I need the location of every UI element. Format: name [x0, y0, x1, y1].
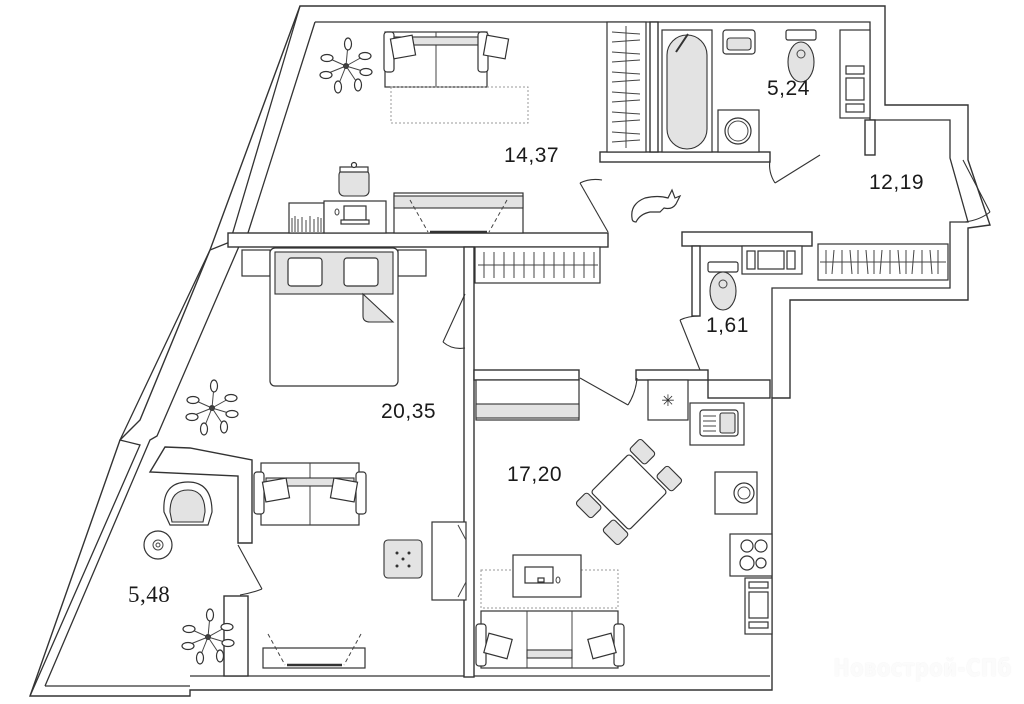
- plant-icon: [185, 379, 239, 436]
- wardrobe-icon: [474, 246, 601, 284]
- wall-kitchen-north: [473, 369, 580, 381]
- sofa-icon: [383, 31, 510, 88]
- door-icon: [442, 293, 466, 349]
- area-label-kitchen-living: 17,20: [507, 463, 563, 486]
- wall-toilet-south: [707, 379, 771, 399]
- kettle-icon: [714, 471, 758, 515]
- wall-bedroom-kitchen: [463, 246, 475, 678]
- bed-icon: [269, 247, 399, 387]
- wall-loggia-north: [148, 446, 253, 544]
- area-label-bedroom: 20,35: [381, 400, 437, 423]
- svg-text:✳: ✳: [661, 391, 674, 410]
- bathtub-icon: [661, 29, 713, 153]
- wall-bath-west: [649, 21, 659, 153]
- toilet-icon: [785, 29, 817, 83]
- side-table-icon: [383, 539, 423, 579]
- laptop-icon: [524, 566, 561, 584]
- wall-bath-east: [864, 119, 876, 156]
- washing-machine-icon: [717, 109, 760, 153]
- area-label-hallway: 12,19: [869, 171, 925, 194]
- sofa-icon: [253, 462, 367, 526]
- wall-loggia-east: [223, 595, 249, 677]
- loggia-furniture: [143, 481, 235, 665]
- washbasin-icon: [722, 29, 756, 55]
- nightstand-icon: [397, 249, 427, 277]
- armchair-icon: [163, 481, 213, 526]
- door-icon: [579, 178, 609, 233]
- door-icon: [769, 154, 821, 184]
- cat-icon: [631, 188, 682, 223]
- area-label-living-room: 14,37: [504, 144, 560, 167]
- toilet-room-furniture: [707, 245, 803, 311]
- wardrobe-icon: [744, 577, 773, 635]
- doors: [237, 154, 991, 596]
- water-heater-icon: [741, 245, 803, 275]
- stove-icon: [729, 533, 773, 577]
- nightstand-icon: [241, 249, 271, 277]
- west-facade-outer: [29, 5, 301, 697]
- wall-toilet-north: [681, 231, 813, 247]
- door-icon: [237, 544, 263, 596]
- area-label-bathroom: 5,24: [767, 77, 810, 100]
- wardrobe-icon: [606, 21, 647, 153]
- door-icon: [579, 377, 638, 406]
- bookshelf-icon: [288, 202, 325, 234]
- kitchen-furniture: ✳: [475, 379, 773, 669]
- tv-stand-icon: [262, 633, 366, 669]
- door-icon: [679, 315, 701, 371]
- wall-kitchen-north-2: [635, 369, 709, 381]
- wardrobe-icon: [431, 521, 467, 601]
- wardrobe-icon: [475, 379, 580, 421]
- wardrobe-icon: [817, 243, 949, 281]
- desk-icon: [323, 200, 387, 234]
- bedroom-furniture: [185, 247, 467, 669]
- laptop-icon: [334, 205, 370, 225]
- fridge-icon: ✳: [647, 379, 689, 421]
- hallway-furniture: [474, 188, 949, 284]
- side-table-icon: [143, 530, 173, 560]
- desk-icon: [512, 554, 582, 598]
- water-heater-icon: [839, 29, 871, 119]
- tv-stand-icon: [393, 192, 524, 234]
- wall-living-bedroom: [227, 232, 609, 248]
- wall-toilet-west: [691, 245, 701, 317]
- living-room-furniture: [288, 31, 529, 234]
- bathroom-furniture: [606, 21, 871, 153]
- area-label-loggia: 5,48: [128, 582, 171, 607]
- plant-icon: [181, 608, 235, 665]
- interior-walls: [148, 21, 876, 678]
- area-label-toilet: 1,61: [706, 314, 749, 337]
- wall-bath-hall: [599, 151, 771, 163]
- door-icon: [962, 159, 991, 223]
- toilet-icon: [707, 261, 739, 311]
- chair-icon: [338, 161, 370, 197]
- kitchen-sink-icon: [689, 402, 745, 446]
- dining-table-icon: [575, 438, 683, 546]
- rug-icon: [390, 86, 529, 124]
- watermark: Новострой-СПб: [833, 654, 1012, 682]
- sofa-icon: [475, 610, 625, 669]
- plant-icon: [319, 37, 373, 94]
- west-facade-inner: [44, 21, 316, 687]
